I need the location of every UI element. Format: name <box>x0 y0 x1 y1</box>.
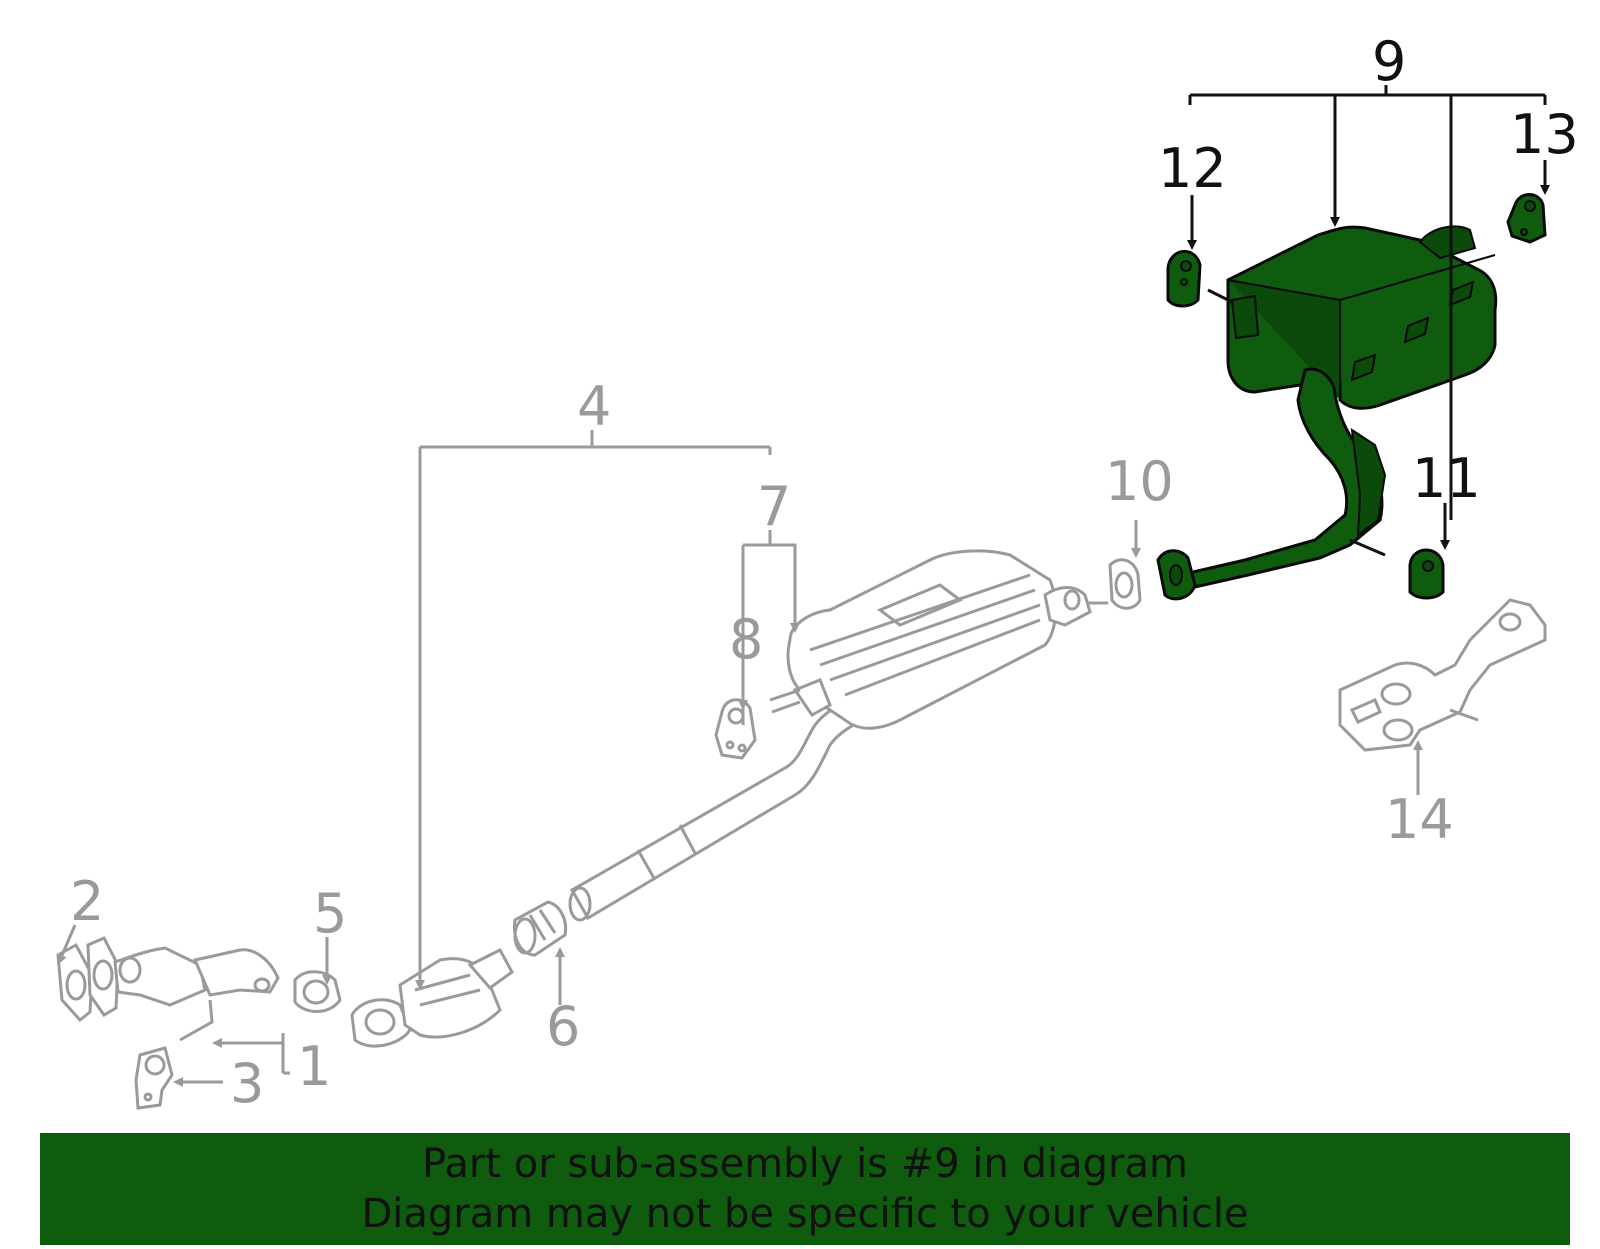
callout-8: 8 <box>729 608 763 671</box>
callout-14: 14 <box>1385 788 1454 851</box>
part-4-catalytic-converter <box>350 948 514 1048</box>
callout-13: 13 <box>1510 103 1579 166</box>
callout-5: 5 <box>313 882 347 945</box>
banner-line-1: Part or sub-assembly is #9 in diagram <box>422 1141 1188 1187</box>
part-14-heat-shield <box>1338 598 1547 752</box>
callout-7: 7 <box>757 475 791 538</box>
callout-10: 10 <box>1105 450 1174 513</box>
callout-6: 6 <box>546 995 580 1058</box>
part-8-hanger <box>714 698 757 760</box>
callout-11: 11 <box>1412 447 1481 510</box>
leader-lines <box>57 85 1550 1087</box>
part-5-gasket <box>293 970 342 1013</box>
part-7-center-muffler <box>769 549 1108 730</box>
callout-2: 2 <box>70 870 104 933</box>
callout-1: 1 <box>297 1035 331 1098</box>
part-12-hanger <box>1166 249 1202 308</box>
part-11-hanger <box>1408 548 1445 600</box>
part-1-front-pipe <box>86 936 280 1042</box>
banner-line-2: Diagram may not be specific to your vehi… <box>361 1191 1249 1237</box>
callout-3: 3 <box>230 1052 264 1115</box>
part-13-hanger <box>1506 193 1547 244</box>
part-9-rear-muffler-assembly <box>1156 225 1498 601</box>
callout-9: 9 <box>1372 30 1406 93</box>
part-6-clamp <box>512 900 568 957</box>
diagram-note-banner: Part or sub-assembly is #9 in diagram Di… <box>40 1133 1570 1245</box>
part-10-gasket <box>1108 558 1142 610</box>
callout-4: 4 <box>577 375 611 438</box>
part-3-hanger <box>134 1046 174 1110</box>
callout-12: 12 <box>1158 137 1227 200</box>
